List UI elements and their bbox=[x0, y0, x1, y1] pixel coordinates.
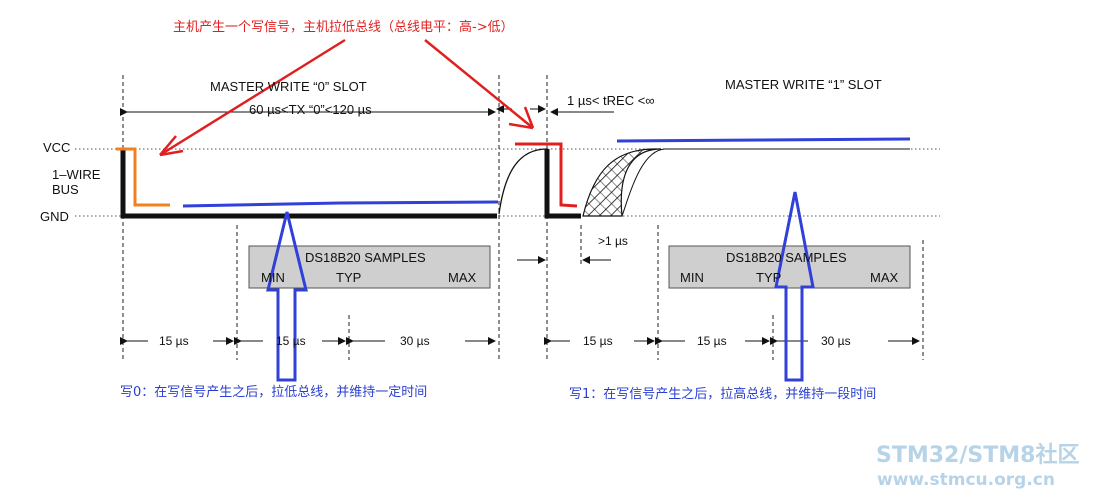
write0-blue-arrow bbox=[266, 211, 308, 382]
write1-bus-waveform bbox=[544, 149, 581, 219]
write0-blue-low-mark bbox=[182, 200, 499, 208]
timing-t6: 15 µs bbox=[697, 334, 727, 348]
timing-t1: 15 µs bbox=[159, 334, 189, 348]
orange-high-to-low-mark bbox=[116, 147, 170, 207]
bus-label-line1: 1–WIRE bbox=[52, 167, 101, 182]
write1-samples-typ: TYP bbox=[756, 270, 781, 285]
red-annotation-arrows bbox=[159, 38, 535, 157]
write0-samples-max: MAX bbox=[448, 270, 477, 285]
timing-t2: 15 µs bbox=[276, 334, 306, 348]
recovery-time-label: 1 µs< tREC <∞ bbox=[567, 93, 655, 108]
watermark-line2: www.stmcu.org.cn bbox=[877, 470, 1055, 490]
timing-t4: >1 µs bbox=[598, 234, 628, 248]
write0-samples-min: MIN bbox=[261, 270, 285, 285]
gnd-label: GND bbox=[40, 209, 69, 224]
write1-samples-min: MIN bbox=[680, 270, 704, 285]
vcc-label: VCC bbox=[43, 140, 70, 155]
write0-slot-timing: 60 µs<TX “0”<120 µs bbox=[249, 102, 372, 117]
write1-rise-curve bbox=[621, 148, 910, 217]
write1-red-pulldown-mark bbox=[515, 142, 578, 208]
write0-samples-title: DS18B20 SAMPLES bbox=[305, 250, 426, 265]
write0-bus-waveform bbox=[120, 149, 497, 219]
write1-blue-high-mark bbox=[616, 137, 911, 143]
write1-samples-max: MAX bbox=[870, 270, 899, 285]
write1-blue-arrow bbox=[774, 191, 815, 382]
write1-sample-box bbox=[668, 245, 911, 289]
timing-t7: 30 µs bbox=[821, 334, 851, 348]
bottom-right-blue-annotation: 写1：在写信号产生之后，拉高总线，并维持一段时间 bbox=[569, 386, 876, 402]
bus-label-line2: BUS bbox=[52, 182, 79, 197]
write0-slot-title: MASTER WRITE “0” SLOT bbox=[210, 79, 367, 94]
write0-sample-box bbox=[248, 245, 491, 289]
recovery-pullup-curve bbox=[498, 148, 548, 215]
timing-t5: 15 µs bbox=[583, 334, 613, 348]
write1-slot-title: MASTER WRITE “1” SLOT bbox=[725, 77, 882, 92]
write0-samples-typ: TYP bbox=[336, 270, 361, 285]
timing-t3: 30 µs bbox=[400, 334, 430, 348]
write1-samples-title: DS18B20 SAMPLES bbox=[726, 250, 847, 265]
bottom-left-blue-annotation: 写0：在写信号产生之后，拉低总线，并维持一定时间 bbox=[120, 385, 427, 400]
watermark-line1: STM32/STM8社区 bbox=[876, 442, 1079, 468]
top-red-annotation: 主机产生一个写信号，主机拉低总线（总线电平：高->低） bbox=[173, 19, 514, 35]
